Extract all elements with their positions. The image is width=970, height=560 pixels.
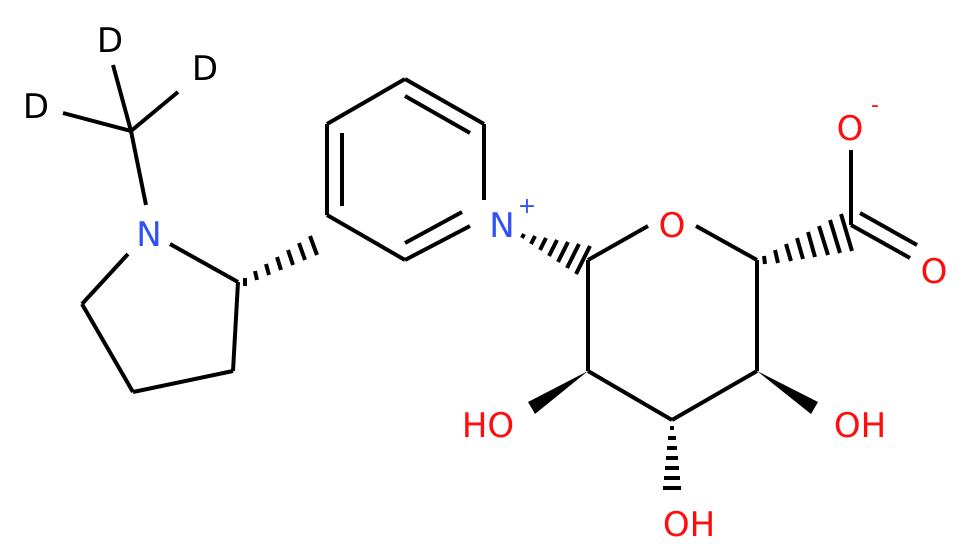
hashed-wedge-c5-carboxyl <box>762 213 854 265</box>
atom-labels: D D D N N + O O - O HO OH OH <box>23 21 947 545</box>
label-o-carbonyl: O <box>921 252 948 292</box>
label-d-left: D <box>23 87 49 127</box>
bond-py-n-c2 <box>404 224 471 262</box>
bond-c5-n-pyrrolidine <box>80 252 130 306</box>
bond-n-c2-pyrrolidine <box>169 242 239 284</box>
bond-o-ring-c5 <box>695 224 758 262</box>
bond-c1-o-ring <box>587 224 649 262</box>
bond-c2-c3-pyrrolidine <box>231 281 240 372</box>
bond-c-o-double-1 <box>850 223 911 260</box>
label-n-pyrrolidine: N <box>136 215 161 255</box>
label-o-ring: O <box>659 206 686 246</box>
bond-py-c2-c3 <box>326 213 406 262</box>
label-o-carboxylate: O <box>837 109 864 149</box>
bond-c-d-top <box>111 64 133 132</box>
hashed-wedge-pyrrolidine-pyridine <box>243 235 319 286</box>
label-n-charge: + <box>518 194 536 219</box>
label-d-right: D <box>192 49 218 89</box>
bond-c4-c5-pyrrolidine <box>80 302 135 394</box>
bond-c-o-double-2 <box>859 211 918 247</box>
hashed-wedge-c3-oh <box>663 426 681 490</box>
bond-py-c4-c5 <box>326 77 406 126</box>
bond-py-c5-c6-inner <box>404 94 471 135</box>
bond-c-d-left <box>62 111 132 133</box>
bond-c2-c3 <box>586 369 674 422</box>
bond-c3-c4 <box>671 369 758 422</box>
bonds <box>62 64 918 490</box>
bond-c3-c4-pyrrolidine <box>132 369 234 394</box>
label-d-top: D <box>97 21 123 61</box>
label-oh-bottom: OH <box>663 505 715 545</box>
wedge-c4-oh <box>757 371 818 414</box>
hashed-wedge-n-anomeric <box>520 233 592 275</box>
bond-methyl-n <box>129 130 148 206</box>
label-oh-right: OH <box>834 406 886 446</box>
label-n-pyridinium: N <box>489 206 514 246</box>
bond-py-c5-c6 <box>404 77 485 126</box>
bond-c-d-right <box>129 90 180 133</box>
wedge-c2-oh <box>528 371 588 414</box>
label-ho-left: HO <box>462 406 514 446</box>
bond-py-n-c2-inner <box>404 210 463 245</box>
label-o-charge: - <box>871 93 879 118</box>
